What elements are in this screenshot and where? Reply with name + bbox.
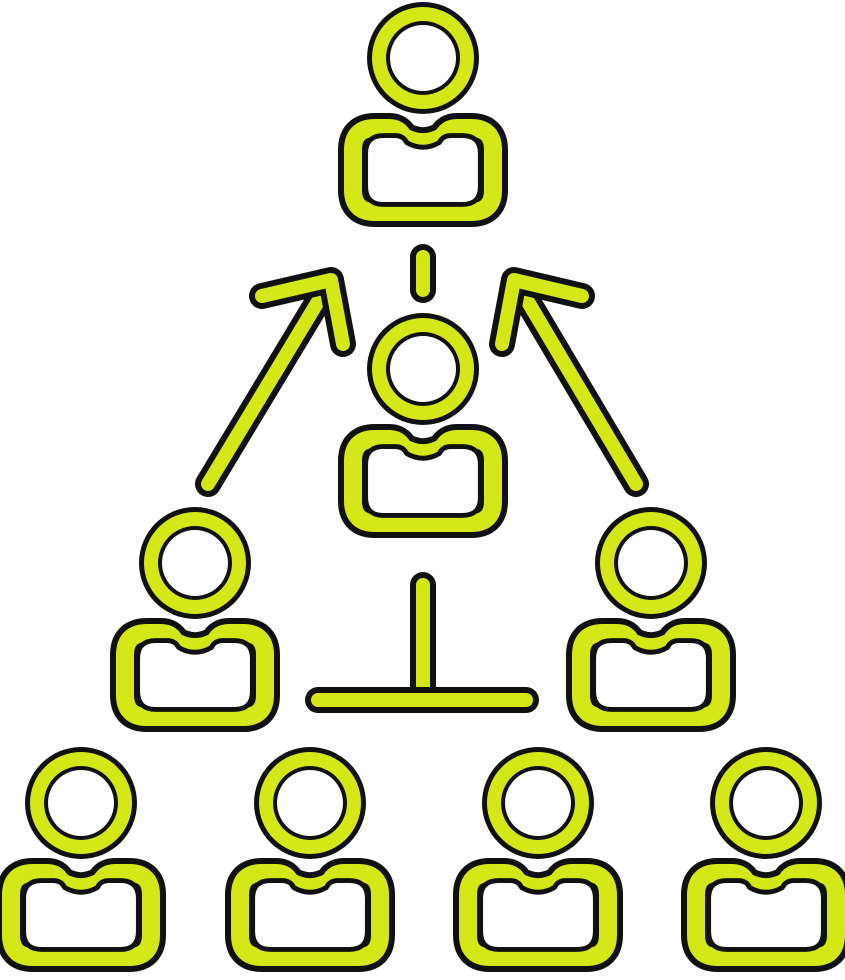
person-top-icon xyxy=(338,2,508,227)
person-bottom-2-icon xyxy=(225,747,395,972)
person-mid-left-icon xyxy=(110,507,280,732)
person-body xyxy=(453,858,623,972)
person-body xyxy=(338,424,508,538)
person-bottom-4-icon xyxy=(681,747,845,972)
person-mid-right-icon xyxy=(566,507,736,732)
person-body xyxy=(225,858,395,972)
person-head xyxy=(367,2,479,114)
person-head xyxy=(595,507,707,619)
person-bottom-3-icon xyxy=(453,747,623,972)
person-head xyxy=(710,747,822,859)
person-bottom-1-icon xyxy=(0,747,166,972)
person-head xyxy=(367,313,479,425)
person-body xyxy=(0,858,166,972)
person-head xyxy=(254,747,366,859)
person-center-icon xyxy=(338,313,508,538)
left-arrow-up-connector xyxy=(195,267,356,497)
person-head xyxy=(25,747,137,859)
person-body xyxy=(566,618,736,732)
connectors xyxy=(195,244,649,713)
person-head xyxy=(482,747,594,859)
person-head xyxy=(139,507,251,619)
right-arrow-up-connector xyxy=(489,267,649,497)
person-body xyxy=(110,618,280,732)
center-stem-connector xyxy=(305,572,539,713)
person-body xyxy=(338,113,508,227)
person-body xyxy=(681,858,845,972)
